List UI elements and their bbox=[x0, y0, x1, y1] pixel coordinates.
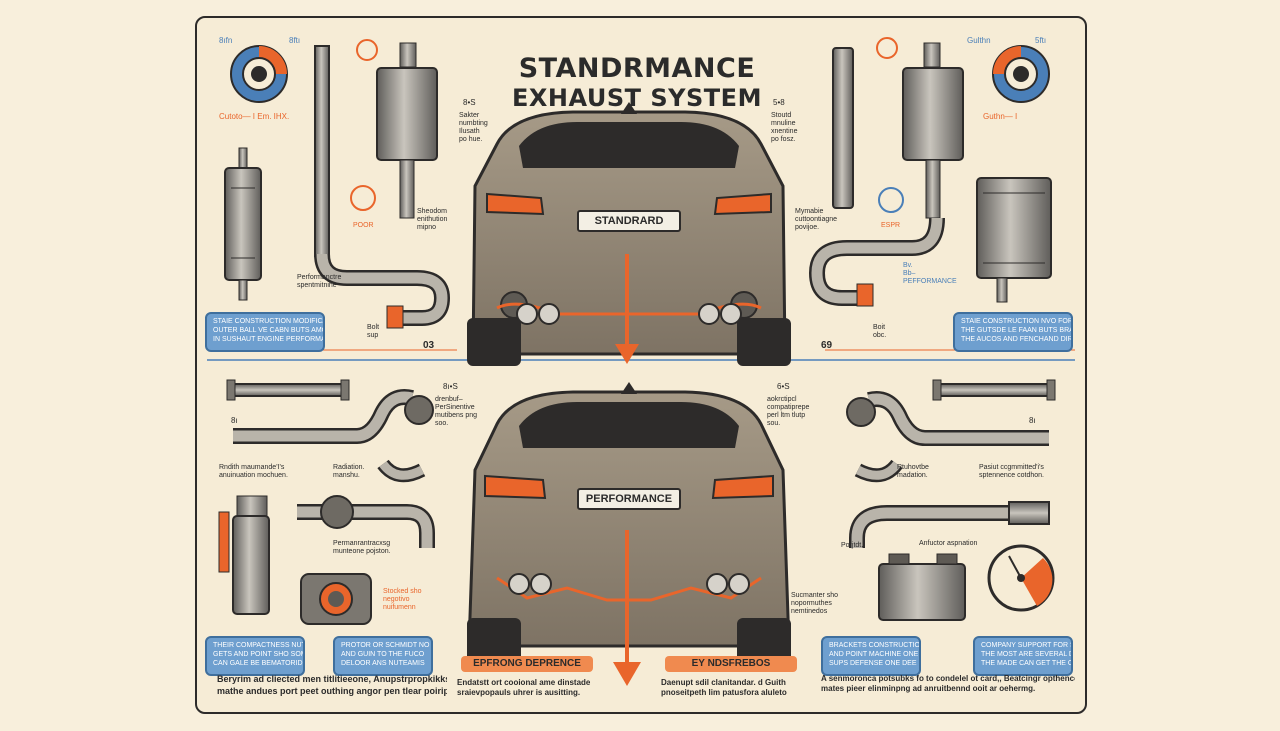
car-performance bbox=[467, 382, 791, 666]
pipe-lower-right-3 bbox=[849, 501, 1050, 548]
label-tl-b: 8ftı bbox=[289, 36, 301, 45]
plate-performance: PERFORMANCE bbox=[577, 488, 681, 510]
title-line2: EXHAUST SYSTEM bbox=[512, 84, 762, 112]
label-lower-right-body: aokrctipcl compatiprepe perl ltm tlutp s… bbox=[767, 396, 810, 428]
label-small-right: 8ı bbox=[1029, 416, 1036, 425]
pipe-lower-left-3 bbox=[297, 495, 435, 548]
info-box-bottom-right: BRACKETS CONSTRUCTION ONE AND POINT MACH… bbox=[821, 636, 921, 676]
label-port-left: POOR bbox=[353, 222, 374, 229]
info-box-bottom-right-2: COMPANY SUPPORT FOR SUCH THE MOST ARE SE… bbox=[973, 636, 1073, 676]
muffler-left-tall bbox=[224, 147, 262, 301]
label-perf-left: Performanctre spentmitnihe bbox=[297, 274, 342, 290]
label-port-right: ESPR bbox=[881, 222, 901, 229]
label-tr-a: Gulthn bbox=[967, 36, 991, 45]
label-mid-right-top: 5•8 bbox=[773, 98, 785, 107]
label-porous: Porjtdt. bbox=[841, 542, 864, 549]
label-bolt-left: Bolt sup bbox=[367, 324, 380, 340]
label-mid-right-body: Stoutd mnuline xnentine po fosz. bbox=[771, 112, 798, 144]
pipe-lower-left-2 bbox=[233, 389, 434, 444]
pipe-lower-right-2 bbox=[846, 391, 1049, 446]
label-lower-left-body: drenbuf– PerSinentive mutibens png soo. bbox=[435, 396, 478, 428]
bottom-text-right: A senmoronca potsubks fo to condelel ot … bbox=[821, 674, 1075, 694]
label-standard-left: Sheodom enithution mipno bbox=[417, 208, 448, 232]
label-reduction-far-right: Pasiut ccgmmitted'i's sptennence cotdhon… bbox=[979, 464, 1044, 480]
label-mid-left-top: 8•S bbox=[463, 98, 476, 107]
label-num-left: 03 bbox=[423, 340, 435, 351]
diagram-title: STANDRMANCE EXHAUST SYSTEM bbox=[497, 53, 777, 113]
pipe-left-vertical bbox=[314, 45, 451, 329]
badge-top-right bbox=[876, 37, 898, 59]
label-tr-b: 5ftı bbox=[1035, 36, 1047, 45]
bottom-text-center-left: Endatstt ort cooional ame dinstade sraie… bbox=[457, 678, 591, 698]
info-box-top-left: STAIE CONSTRUCTION MODIFICATIONS FOR THE… bbox=[205, 312, 325, 352]
info-box-bottom-left-2: PROTOR OR SCHMIDT NO AND GUIN TO THE FUC… bbox=[333, 636, 433, 676]
label-reduction-right: Rtuhovtbe madation. bbox=[897, 464, 929, 480]
muffler-right-box bbox=[976, 177, 1052, 303]
difference-label-left: EPFRONG DEPRENCE bbox=[461, 656, 593, 672]
label-affector: Anfuctor aspnation bbox=[919, 540, 978, 547]
elbow-lower-right bbox=[854, 459, 903, 483]
badge-mid-right bbox=[878, 187, 904, 213]
label-mid-left-body: Sakter numbting Ilusath po hue. bbox=[459, 112, 488, 144]
gauge-top-left bbox=[230, 45, 288, 103]
badge-mid-left bbox=[350, 185, 376, 211]
plate-standard: STANDRARD bbox=[577, 210, 681, 232]
diagram-artwork bbox=[207, 37, 1075, 686]
label-bolt-right: Boit obc. bbox=[873, 324, 887, 340]
arrow-down-top bbox=[615, 254, 639, 364]
difference-label-right: EY NDSFREBOS bbox=[665, 656, 797, 672]
label-small-left: 8ı bbox=[231, 416, 238, 425]
info-box-bottom-left: THEIR COMPACTNESS NUTS DEMAND GETS AND P… bbox=[205, 636, 305, 676]
label-cutoff-left: Cutoto— I Em. IHX. bbox=[219, 112, 290, 121]
gauge-lower-right bbox=[987, 544, 1055, 612]
diagram-frame: STANDRMANCE EXHAUST SYSTEM STANDRARD PER… bbox=[195, 16, 1087, 714]
title-line1: STANDRMANCE bbox=[518, 53, 756, 84]
gauge-top-right bbox=[992, 45, 1050, 103]
info-box-top-right: STAIE CONSTRUCTION NVO FOR LL MATTER THE… bbox=[953, 312, 1073, 352]
muffler-left-upper bbox=[376, 42, 438, 219]
label-sticker: Stocked sho negotivo nuifumenn bbox=[383, 588, 422, 612]
label-lower-right-top: 6•S bbox=[777, 382, 790, 391]
elbow-lower-left bbox=[377, 459, 426, 483]
label-lower-left-top: 8ı•S bbox=[443, 382, 458, 391]
badge-top-left bbox=[356, 39, 378, 61]
label-tl-a: 8ıfn bbox=[219, 36, 233, 45]
arrow-down-bottom bbox=[613, 530, 641, 686]
pipe-lower-left-1 bbox=[226, 379, 350, 401]
pipe-lower-right-1 bbox=[932, 379, 1056, 401]
bracket-lower-left bbox=[300, 573, 372, 625]
label-num-right: 69 bbox=[821, 340, 833, 351]
bottom-text-left: Beryrim ad cliected men titlitieeone, An… bbox=[217, 674, 447, 696]
label-bottom-right-mid: Sucmanter sho nopormuthes nemtinedos bbox=[791, 592, 839, 616]
label-perf-mid: Permanrantracxsg munteone pojston. bbox=[333, 540, 391, 556]
label-perf-right: Bv. Bb– PEFFORMANCE bbox=[903, 262, 957, 286]
label-cutoff-right: Guthn— I bbox=[983, 112, 1018, 121]
label-reduction-center: Radiation. manshu. bbox=[333, 464, 365, 480]
muffler-right-upper bbox=[902, 42, 964, 219]
bottom-text-center-right: Daenupt sdil clanitandar. d Guith pnosei… bbox=[661, 678, 787, 698]
label-standard-right: Mymabie cuttoontiagne povijoe. bbox=[795, 208, 838, 232]
muffler-lower-right bbox=[878, 553, 966, 621]
car-standard bbox=[467, 102, 791, 366]
pipe-right-vertical bbox=[808, 47, 945, 307]
label-reduction-left: Rndith maumande'I's anuinuation mochuen. bbox=[219, 464, 288, 480]
muffler-lower-left bbox=[218, 495, 270, 615]
